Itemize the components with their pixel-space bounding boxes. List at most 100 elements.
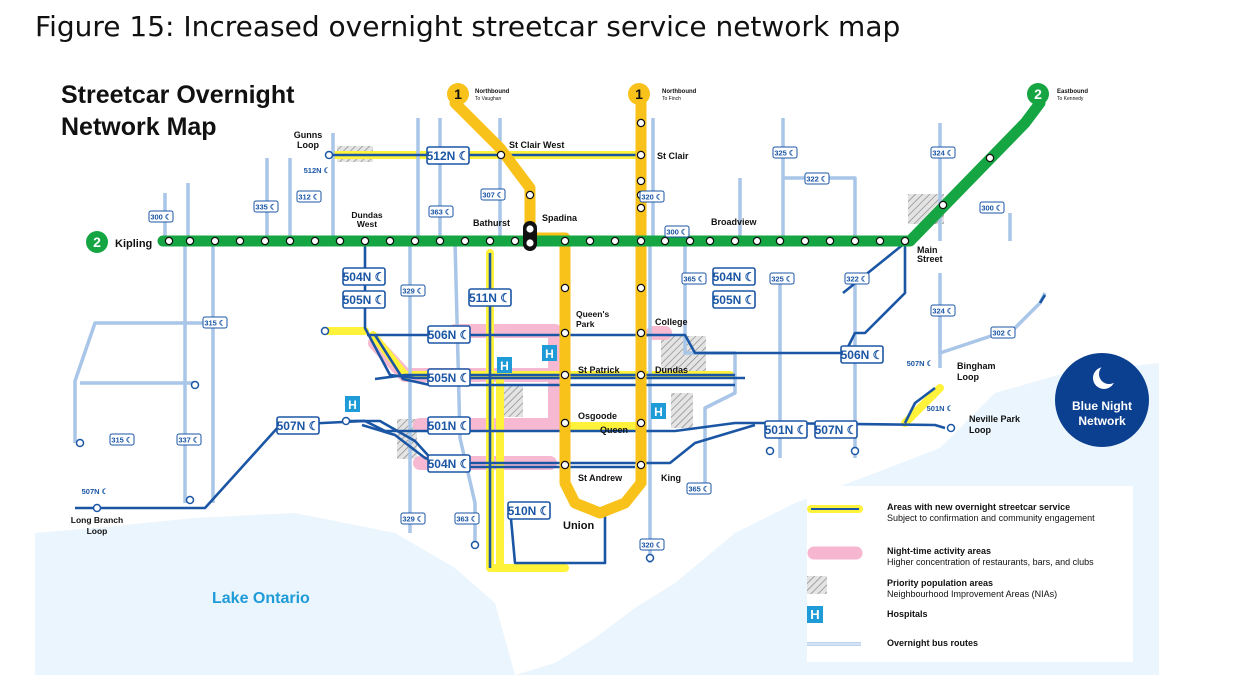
streetcar-route-505n-label: 505N ☾ xyxy=(713,293,756,307)
bus-route-325 xyxy=(769,272,795,285)
new-service-swatch xyxy=(807,505,863,513)
line2-east-to: To Kennedy xyxy=(1057,96,1084,102)
svg-text:H: H xyxy=(348,398,357,412)
line2-west-number: 2 xyxy=(93,234,101,250)
bus-route-325-label: 325 ☾ xyxy=(771,275,792,284)
st-andrew-label: St Andrew xyxy=(578,473,623,483)
queens-park-label: Queen's xyxy=(576,309,609,319)
osgoode-label: Osgoode xyxy=(578,411,617,421)
streetcar-route-512n xyxy=(426,146,470,165)
bingham-loop-label: Loop xyxy=(957,372,979,382)
streetcar-route-504n xyxy=(342,267,386,286)
bus-route-325-label: 325 ☾ xyxy=(774,149,795,158)
bus-route-320-label: 320 ☾ xyxy=(641,193,662,202)
long-branch-loop-label: Loop xyxy=(87,526,108,536)
spadina-label: Spadina xyxy=(542,213,578,223)
svg-text:H: H xyxy=(545,347,554,361)
bus-route-365-label: 365 ☾ xyxy=(688,485,709,494)
streetcar-route-510n xyxy=(507,501,551,520)
map-legend: Areas with new overnight streetcar servi… xyxy=(807,486,1133,662)
bus-route-312-label: 312 ☾ xyxy=(298,193,319,202)
streetcar-route-501n xyxy=(427,416,471,435)
streetcar-route-512n-label: 512N ☾ xyxy=(427,149,470,163)
bus-route-320 xyxy=(639,538,665,551)
streetcar-route-501n-label: 501N ☾ xyxy=(428,419,471,433)
line2-west-badge xyxy=(86,231,108,253)
line1-east-to: To Finch xyxy=(662,96,681,102)
streetcar-route-501n xyxy=(764,420,808,439)
king-label: King xyxy=(661,473,681,483)
bathurst-label: Bathurst xyxy=(473,218,510,228)
shore-lower-left xyxy=(35,513,515,675)
queens-park-label: Park xyxy=(576,319,595,329)
broadview-label: Broadview xyxy=(711,217,758,227)
streetcar-route-504n xyxy=(427,454,471,473)
streetcar-route-504n-label: 504N ☾ xyxy=(343,270,386,284)
bus-route-320-label: 320 ☾ xyxy=(641,541,662,550)
line1-east-number: 1 xyxy=(635,86,643,102)
bus-route-324 xyxy=(930,146,956,159)
neville-park-loop-label: Neville Park xyxy=(969,414,1021,424)
bus-route-315 xyxy=(109,433,135,446)
loop-terminals xyxy=(75,150,956,563)
line-1 xyxy=(449,97,647,519)
hospital-symbol: H xyxy=(810,607,819,622)
bus-route-322 xyxy=(804,172,830,185)
blue-night-network-badge: Blue Night Network xyxy=(1055,353,1149,447)
streetcar-route-507n-label: 507N ☾ xyxy=(815,423,858,437)
st-patrick-label: St Patrick xyxy=(578,365,621,375)
kipling-label: Kipling xyxy=(115,238,152,250)
svg-text:H: H xyxy=(500,359,509,373)
bus-route-363-label: 363 ☾ xyxy=(456,515,477,524)
streetcar-route-511n xyxy=(468,288,512,307)
streetcar-route-510n-label: 510N ☾ xyxy=(508,504,551,518)
legend-desc: Subject to confirmation and community en… xyxy=(887,513,1095,523)
union-label: Union xyxy=(563,520,594,532)
main-street-label: Main xyxy=(917,245,938,255)
bus-route-324-label: 324 ☾ xyxy=(932,149,953,158)
bus-route-365 xyxy=(681,272,707,285)
gunns-loop-label: Loop xyxy=(297,140,319,150)
route-512n-small-label: 512N ☾ xyxy=(304,166,331,175)
bus-route-300-label: 300 ☾ xyxy=(150,213,171,222)
route-501n-small-label: 501N ☾ xyxy=(927,404,954,413)
line1-east-badge xyxy=(628,83,650,105)
bus-route-300-label: 300 ☾ xyxy=(981,204,1002,213)
bus-route-322-label: 322 ☾ xyxy=(806,175,827,184)
st-clair-west-label: St Clair West xyxy=(509,140,564,150)
streetcar-route-505n-label: 505N ☾ xyxy=(428,371,471,385)
neville-park-loop-label: Loop xyxy=(969,425,991,435)
bus-route-329 xyxy=(400,512,426,525)
map-title-line1: Streetcar Overnight xyxy=(61,81,295,109)
line1-east-dir: Northbound xyxy=(662,89,697,95)
lake-ontario-label: Lake Ontario xyxy=(212,590,310,607)
bus-route-324 xyxy=(930,304,956,317)
bus-route-302-label: 302 ☾ xyxy=(992,329,1013,338)
bus-route-315-label: 315 ☾ xyxy=(111,436,132,445)
line1-west-dir: Northbound xyxy=(475,89,510,95)
bus-route-363 xyxy=(428,205,454,218)
line2-east-number: 2 xyxy=(1034,86,1042,102)
streetcar-route-505n-label: 505N ☾ xyxy=(343,293,386,307)
streetcar-route-506n xyxy=(427,325,471,344)
bus-route-329-label: 329 ☾ xyxy=(402,287,423,296)
bus-route-335-label: 335 ☾ xyxy=(255,203,276,212)
bus-route-337 xyxy=(176,433,202,446)
dundas-label: Dundas xyxy=(655,365,688,375)
streetcar-route-511n-label: 511N ☾ xyxy=(469,291,511,305)
line1-west-number: 1 xyxy=(454,86,462,102)
streetcar-route-505n xyxy=(712,290,756,309)
route-507n-small-label: 507N ☾ xyxy=(82,487,109,496)
svg-text:H: H xyxy=(654,405,663,419)
streetcar-route-504n-label: 504N ☾ xyxy=(428,457,471,471)
bingham-loop-label: Bingham xyxy=(957,361,996,371)
priority-area-swatch xyxy=(807,576,827,594)
bus-route-315 xyxy=(202,316,228,329)
map-title-line2: Network Map xyxy=(61,113,217,141)
line2-east-dir: Eastbound xyxy=(1057,89,1088,95)
dundas-west-label: West xyxy=(357,219,377,229)
legend-title: Overnight bus routes xyxy=(887,638,979,648)
legend-title: Areas with new overnight streetcar servi… xyxy=(887,502,1071,512)
bus-route-365-label: 365 ☾ xyxy=(683,275,704,284)
